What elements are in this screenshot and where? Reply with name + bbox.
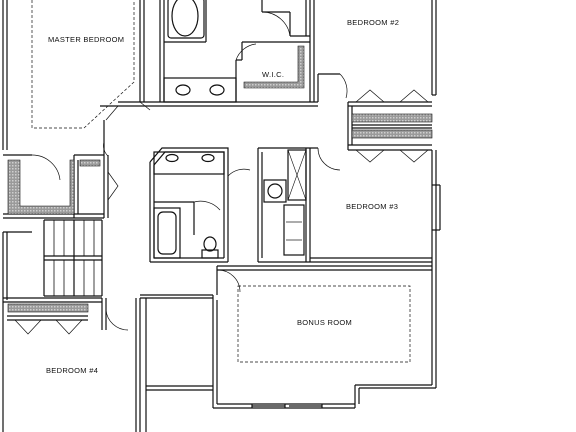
closet-shelving — [7, 45, 433, 313]
bonus-room-label: BONUS ROOM — [297, 318, 353, 327]
bedroom-4-walls — [3, 294, 213, 432]
exterior-walls — [2, 0, 437, 432]
master-bedroom-walls — [31, 0, 318, 129]
bedroom-3-walls — [310, 184, 441, 263]
wic-label: W.I.C. — [262, 70, 285, 79]
hall-bath — [149, 147, 251, 263]
bonus-room — [216, 265, 432, 408]
bedroom-2-walls — [313, 0, 436, 150]
laundry — [257, 147, 341, 263]
master-bath — [139, 0, 311, 111]
bedroom-2-3-closets — [348, 89, 432, 163]
bedroom-3-label: BEDROOM #3 — [346, 202, 399, 211]
bedroom-2-label: BEDROOM #2 — [347, 18, 400, 27]
master-bedroom-label: MASTER BEDROOM — [48, 35, 125, 44]
stair — [43, 219, 103, 297]
bedroom-4-label: BEDROOM #4 — [46, 366, 99, 375]
